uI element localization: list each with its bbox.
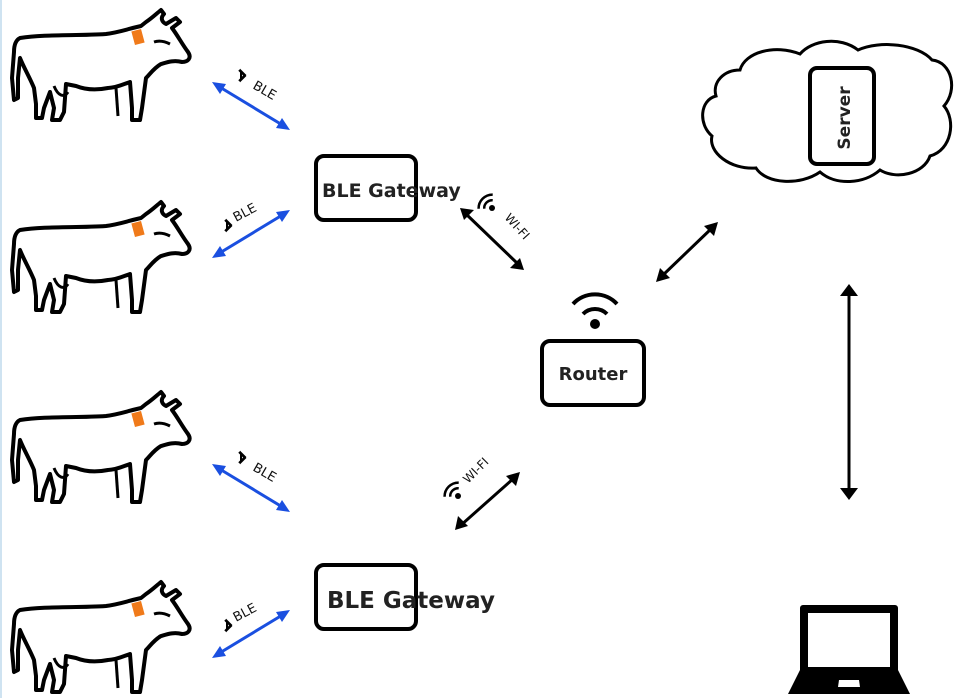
- wifi-arrow-line: [464, 212, 520, 266]
- arrowhead-icon: [276, 500, 290, 512]
- ble-label: BLE: [231, 601, 260, 626]
- wifi-label: WI-FI: [460, 455, 491, 486]
- server-label: Server: [835, 86, 855, 150]
- bluetooth-icon: [224, 219, 232, 232]
- server-laptop-link: [840, 284, 858, 500]
- link-arrow-line: [660, 226, 714, 278]
- ble-gateway-1: BLE Gateway: [314, 154, 461, 222]
- arrowhead-icon: [656, 268, 670, 282]
- ble-tag-icon: [131, 600, 145, 618]
- cow-icon: [10, 580, 192, 694]
- arrowhead-icon: [212, 246, 226, 258]
- ble-arrow-line: [217, 212, 285, 256]
- ble-label: BLE: [231, 201, 260, 226]
- gateway-box: [314, 563, 418, 631]
- ble-tag-icon: [131, 410, 145, 428]
- left-edge-strip: [0, 0, 2, 698]
- gateway-label: BLE Gateway: [327, 588, 495, 614]
- wifi-arrow-line: [459, 476, 515, 528]
- wifi-link-2: WI-FI: [443, 455, 520, 530]
- router-label: Router: [559, 364, 628, 385]
- wifi-icon: [571, 292, 619, 329]
- router-box: [540, 339, 646, 407]
- server-cloud: Server: [701, 39, 954, 184]
- arrowhead-icon: [212, 464, 226, 476]
- gateway-box: [314, 154, 418, 222]
- cow-2: [10, 200, 192, 314]
- cow-icon: [10, 390, 192, 504]
- arrowhead-icon: [455, 516, 468, 530]
- ble-label: BLE: [250, 78, 279, 103]
- router-server-link: [656, 222, 718, 282]
- arrowhead-icon: [510, 258, 524, 270]
- ble-link-4: BLE: [212, 601, 290, 658]
- arrowhead-icon: [212, 82, 226, 94]
- bluetooth-icon: [238, 451, 246, 464]
- cow-1: [10, 8, 192, 122]
- cow-icon: [10, 200, 192, 314]
- ble-label: BLE: [250, 460, 279, 485]
- arrowhead-icon: [276, 210, 290, 222]
- ble-arrow-line: [217, 466, 285, 510]
- arrowhead-icon: [840, 284, 858, 296]
- cloud-icon: [701, 39, 954, 184]
- wifi-icon: [443, 481, 461, 499]
- ble-gateway-2: BLE Gateway: [314, 563, 495, 631]
- cow-icon: [10, 8, 192, 122]
- arrowhead-icon: [276, 610, 290, 622]
- bluetooth-icon: [238, 69, 246, 82]
- ble-tag-icon: [131, 28, 145, 46]
- arrowhead-icon: [460, 208, 474, 220]
- router: Router: [540, 292, 646, 407]
- arrowhead-icon: [704, 222, 718, 236]
- arrowhead-icon: [506, 472, 520, 486]
- wifi-link-1: WI-FI: [460, 193, 533, 270]
- ble-tag-icon: [131, 220, 145, 238]
- laptop-icon: [788, 605, 910, 694]
- wifi-label: WI-FI: [502, 211, 533, 243]
- ble-arrow-line: [217, 612, 285, 656]
- wifi-icon: [477, 193, 495, 211]
- ble-link-1: BLE: [212, 69, 290, 130]
- bluetooth-icon: [224, 619, 232, 632]
- ble-link-3: BLE: [212, 451, 290, 512]
- cow-3: [10, 390, 192, 504]
- ble-arrow-line: [217, 84, 285, 128]
- gateway-label: BLE Gateway: [322, 180, 461, 202]
- arrowhead-icon: [276, 118, 290, 130]
- arrowhead-icon: [212, 646, 226, 658]
- arrowhead-icon: [840, 488, 858, 500]
- ble-link-2: BLE: [212, 201, 290, 258]
- cow-4: [10, 580, 192, 694]
- server-box: [808, 66, 876, 166]
